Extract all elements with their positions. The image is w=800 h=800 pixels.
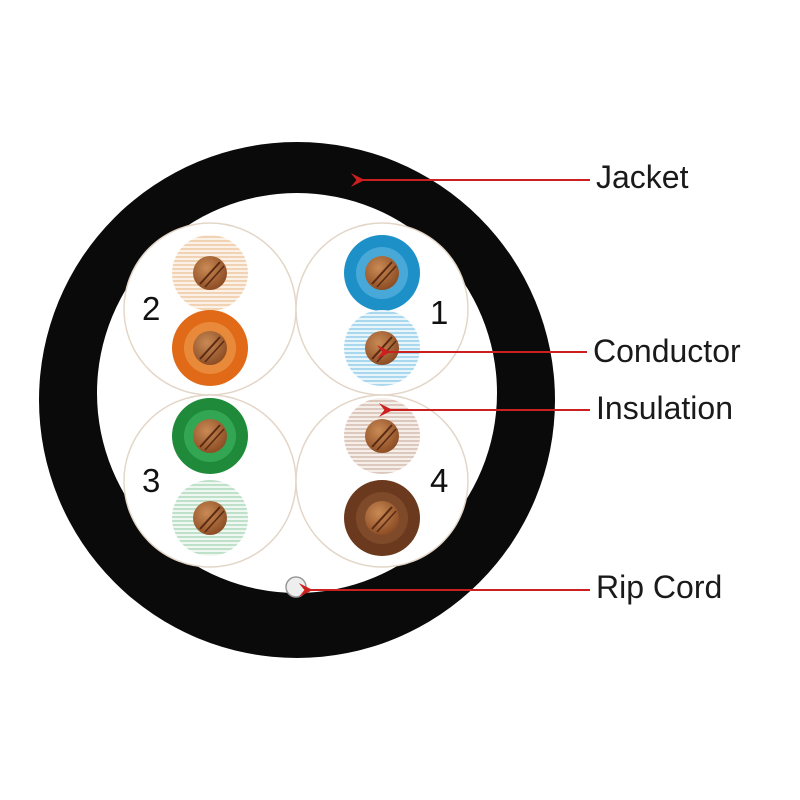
- pair-number-4: 4: [430, 462, 448, 499]
- pair-number-3: 3: [142, 462, 160, 499]
- conductor-label: Conductor: [593, 333, 741, 369]
- wire-green: [172, 398, 248, 474]
- wire-brown: [344, 480, 420, 556]
- wire-brown-white: [344, 398, 420, 474]
- wire-green-white: [172, 480, 248, 556]
- jacket-label: Jacket: [596, 159, 689, 195]
- wire-blue: [344, 235, 420, 311]
- wire-orange: [172, 310, 248, 386]
- wire-orange-white: [172, 235, 248, 311]
- insulation-label: Insulation: [596, 390, 733, 426]
- wire-blue-white: [344, 310, 420, 386]
- pair-number-1: 1: [430, 294, 448, 331]
- pair-number-2: 2: [142, 290, 160, 327]
- rip-cord-label: Rip Cord: [596, 569, 722, 605]
- rip-cord: [285, 576, 307, 598]
